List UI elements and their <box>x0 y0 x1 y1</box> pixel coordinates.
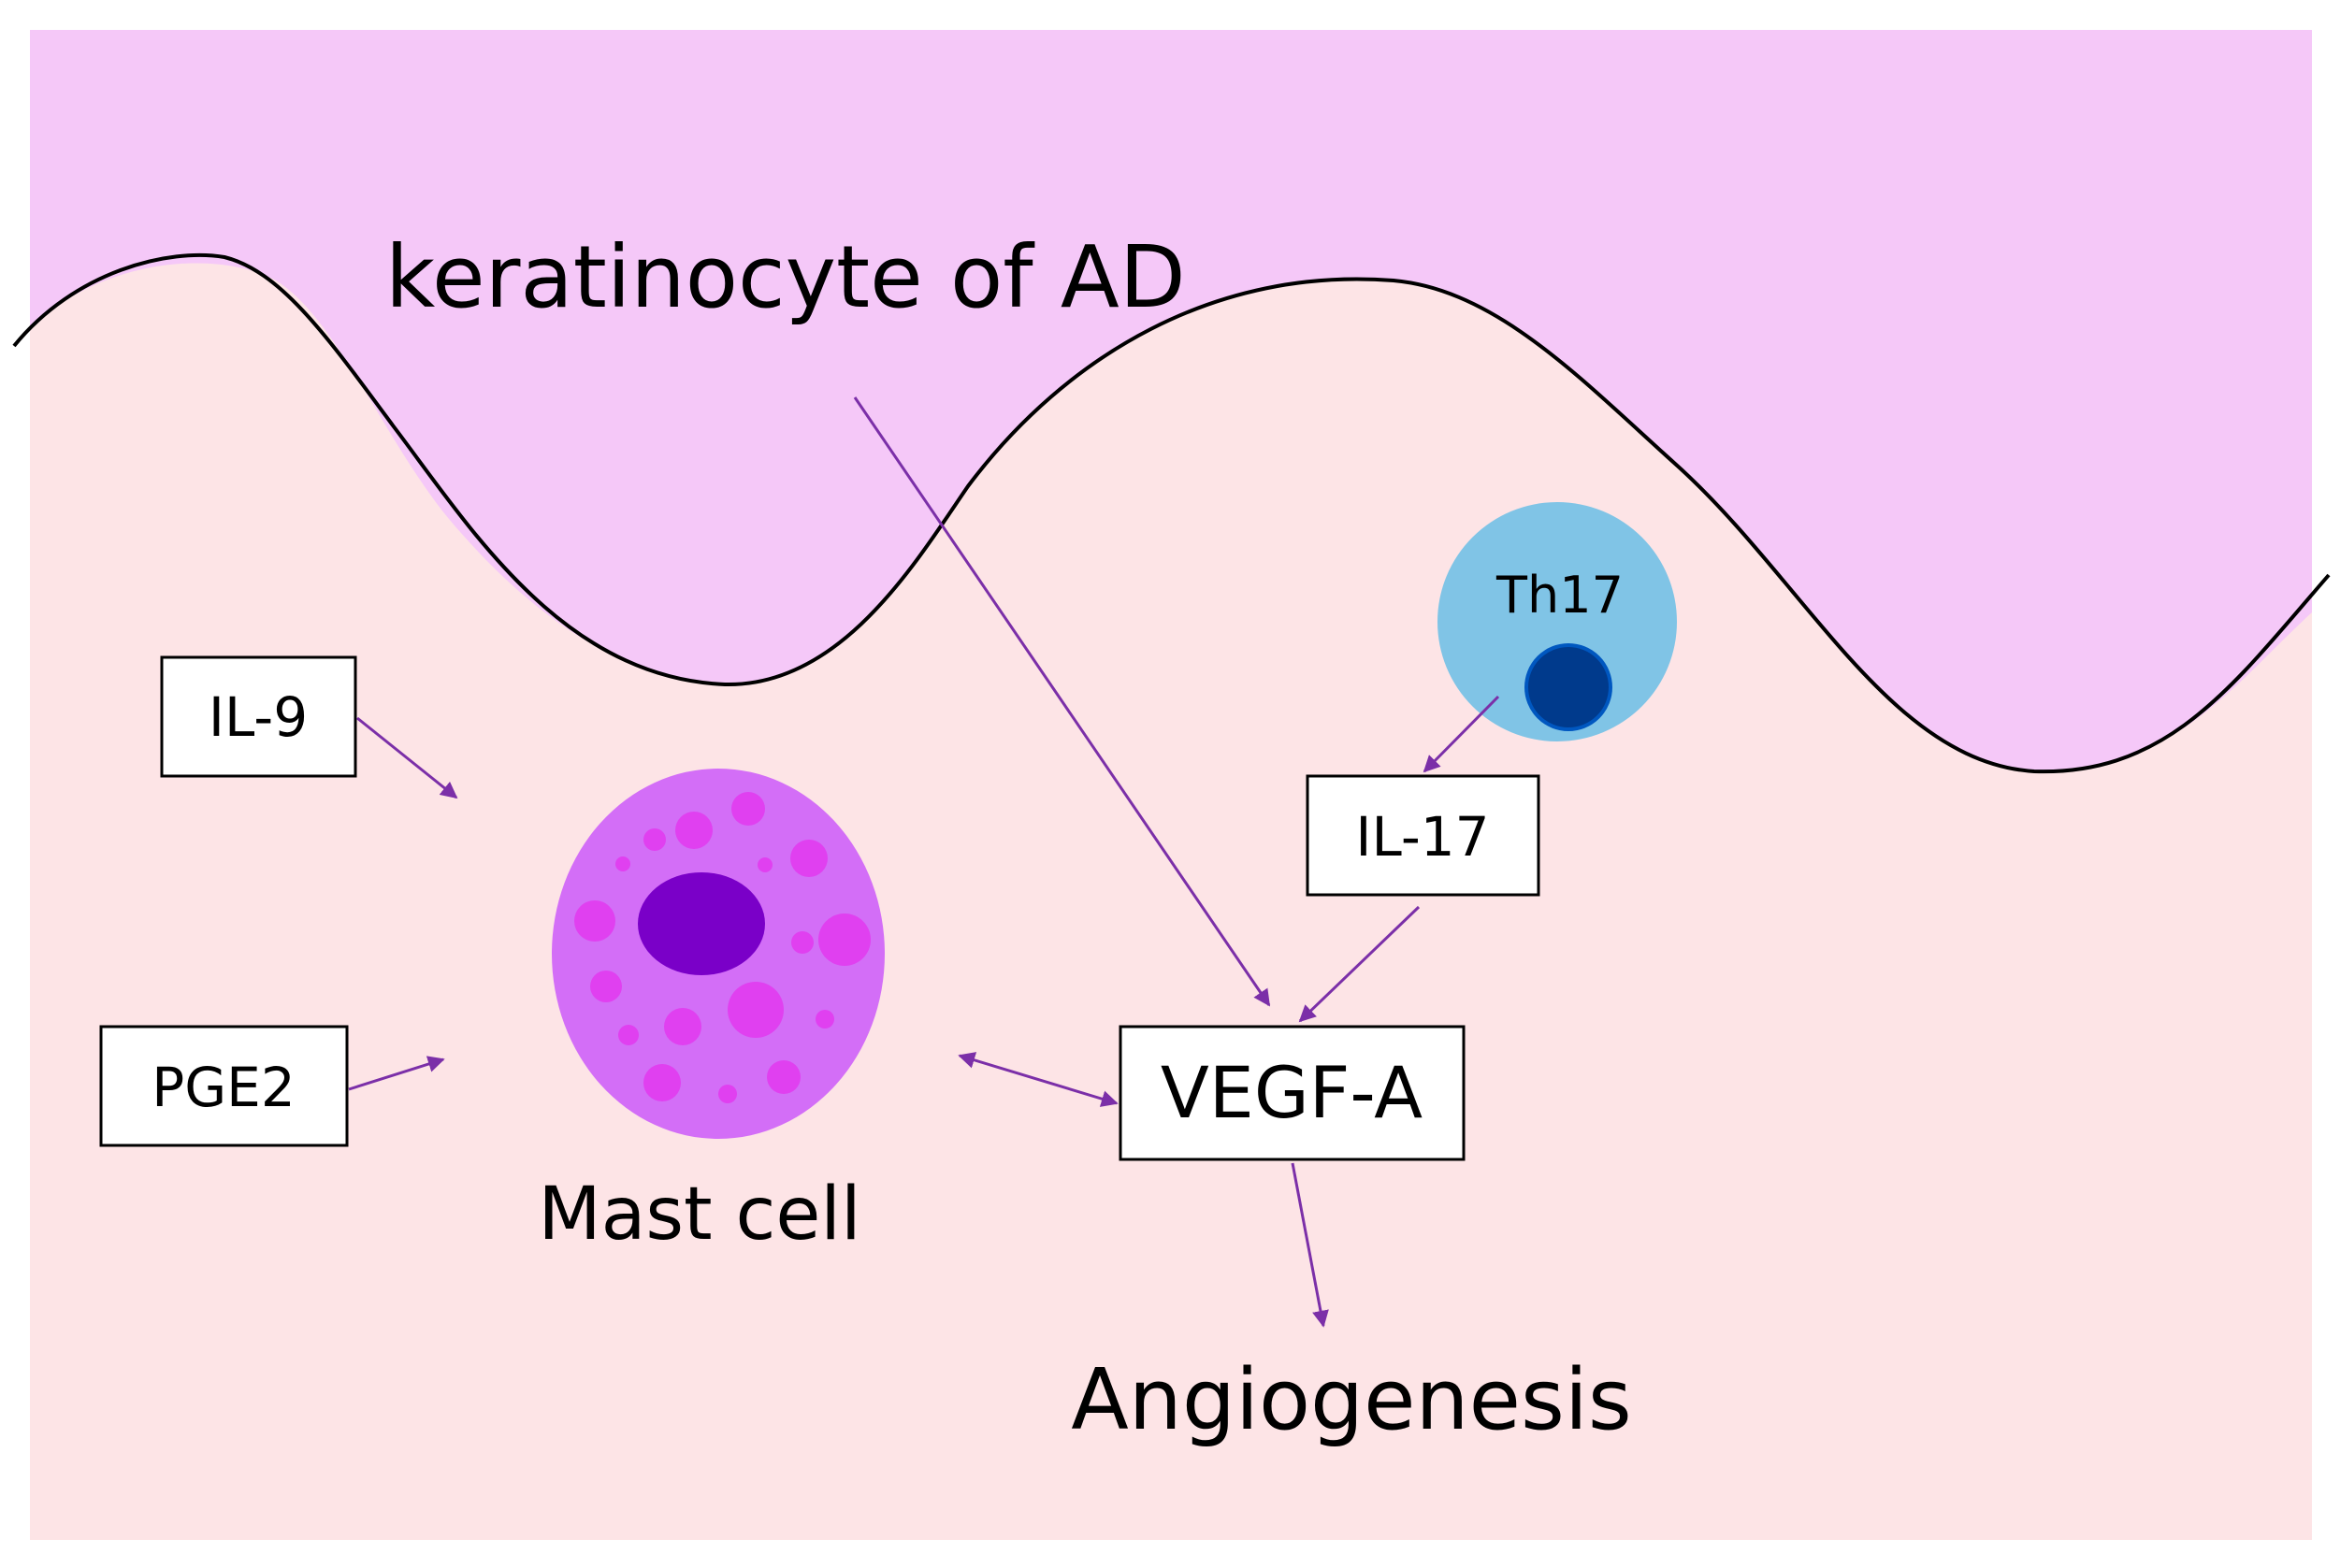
lymphocyte-cell-icon <box>1437 502 1677 741</box>
epidermis-layer <box>30 30 2312 772</box>
th17-label: Th17 <box>1495 566 1624 625</box>
mast-cell-label: Mast cell <box>538 1172 860 1257</box>
epidermis-label: keratinocyte of AD <box>385 227 1186 327</box>
arrow-th17-to-il17 <box>1423 695 1500 773</box>
il17-box <box>1306 774 1540 897</box>
vegfa-box <box>1119 1025 1466 1161</box>
angiogenesis-label: Angiogenesis <box>1071 1351 1632 1449</box>
il9-box <box>160 655 357 778</box>
epidermis-boundary <box>12 252 2331 774</box>
arrow-keratinocyte-to-vegfa <box>853 396 1271 1007</box>
arrow-mast-cell-vegfa-bidirectional <box>958 1052 1119 1107</box>
il9-label: IL-9 <box>209 685 308 749</box>
pge2-label: PGE2 <box>152 1056 295 1119</box>
mast-cell-granules <box>574 792 871 1103</box>
arrow-il17-to-vegfa <box>1298 905 1421 1023</box>
th17-nucleus <box>1524 643 1612 731</box>
il17-label: IL-17 <box>1355 805 1489 869</box>
mast-cell-icon <box>552 769 885 1139</box>
arrow-pge2-to-mast-cell <box>348 1056 445 1091</box>
vegfa-label: VEGF-A <box>1161 1051 1423 1134</box>
arrow-vegfa-to-angiogenesis <box>1291 1162 1329 1328</box>
th17-cell-body <box>1437 502 1677 741</box>
arrow-il9-to-mast-cell <box>356 716 458 799</box>
mast-cell-nucleus <box>638 872 765 975</box>
pge2-box <box>99 1025 349 1147</box>
